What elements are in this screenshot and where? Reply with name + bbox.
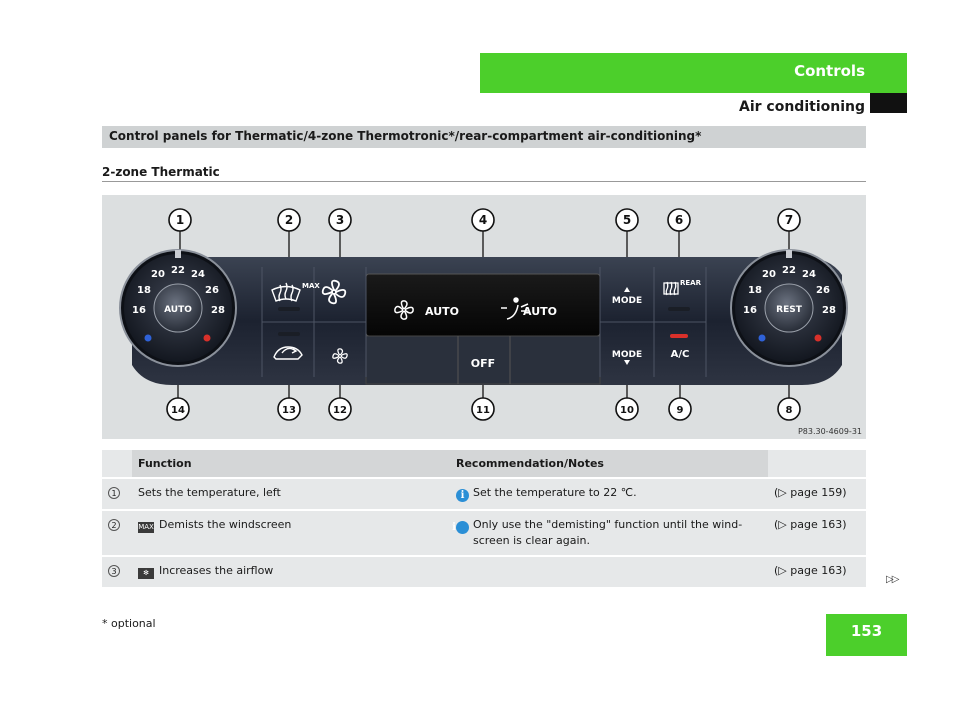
row-function: Increases the airflow	[159, 564, 274, 577]
mode-down-arrow-icon	[624, 360, 630, 365]
dial-scale-label: 18	[748, 285, 762, 296]
callout-top: 1	[176, 213, 184, 227]
display-left-label: AUTO	[425, 305, 459, 318]
row-function: Demists the windscreen	[159, 518, 292, 531]
table-header-row: Function Recommendation/Notes	[102, 450, 866, 478]
callout-bottom: 9	[677, 405, 684, 416]
rear-defrost-icon	[663, 281, 679, 296]
divider	[102, 181, 866, 182]
row-number: 1	[108, 487, 120, 499]
fan-large-icon	[321, 279, 347, 305]
defrost-max-label: MAX	[302, 282, 320, 290]
table-row: 1 Sets the temperature, left i Set the te…	[102, 477, 866, 510]
callout-bottom: 13	[282, 405, 296, 416]
dial-scale-label: 22	[782, 265, 796, 276]
mode-up-arrow-icon	[624, 287, 630, 292]
dial-scale-label: 24	[802, 269, 816, 280]
callout-bottom: 14	[171, 405, 185, 416]
function-table: Function Recommendation/Notes 1 Sets the…	[102, 450, 866, 587]
dial-scale-label: 24	[191, 269, 205, 280]
dial-scale-label: 20	[762, 269, 776, 280]
fan-small-icon	[332, 348, 348, 364]
section-tab: Controls	[480, 53, 907, 93]
dial-scale-label: 22	[171, 265, 185, 276]
callout-top: 2	[285, 213, 293, 227]
callout-bottom: 10	[620, 405, 634, 416]
dial-scale-label: 16	[132, 305, 146, 316]
row-page-ref[interactable]: (▷ page 163)	[768, 509, 866, 556]
callout-bottom: 11	[476, 405, 490, 416]
header-marker	[870, 93, 907, 113]
dial-scale-label: 20	[151, 269, 165, 280]
row-number: 2	[108, 519, 120, 531]
off-button-label: OFF	[471, 357, 495, 370]
mode-down-label: MODE	[612, 350, 642, 360]
dial-scale-label: 26	[816, 285, 830, 296]
row-note: Only use the "demisting" function until …	[473, 518, 743, 547]
callout-top: 3	[336, 213, 344, 227]
table-header-ref	[768, 450, 866, 478]
dial-scale-label: 16	[743, 305, 757, 316]
display-air-distribution-icon	[501, 297, 529, 320]
callout-bottom: 12	[333, 405, 347, 416]
footnote: * optional	[102, 617, 156, 630]
row-page-ref[interactable]: (▷ page 163)	[768, 555, 866, 587]
mode-up-label: MODE	[612, 296, 642, 306]
fan-icon: ✻	[138, 568, 154, 579]
windscreen-defrost-icon	[271, 282, 301, 302]
section-title: Controls	[794, 62, 865, 80]
heading-bar: Control panels for Thermatic/4-zone Ther…	[102, 126, 866, 148]
dial-scale-label: 26	[205, 285, 219, 296]
dial-scale-label: 18	[137, 285, 151, 296]
windscreen-defrost-icon: MAX	[138, 522, 154, 533]
row-page-ref[interactable]: (▷ page 159)	[768, 477, 866, 510]
row-number: 3	[108, 565, 120, 577]
recirculation-icon	[273, 346, 303, 360]
callout-top: 6	[675, 213, 683, 227]
subheading: 2-zone Thermatic	[102, 165, 220, 179]
control-panel-illustration: 1 2 3 4 5 6 7 14 13 12 11 10 9 8 16 18 2…	[119, 208, 848, 421]
page-number: 153	[826, 614, 907, 656]
callout-top: 7	[785, 213, 793, 227]
table-header-blank	[102, 450, 132, 478]
control-panel-figure: 1 2 3 4 5 6 7 14 13 12 11 10 9 8 16 18 2…	[102, 195, 866, 439]
heading: Control panels for Thermatic/4-zone Ther…	[109, 129, 702, 143]
row-note: Set the temperature to 22 ℃.	[473, 486, 637, 499]
table-row: 2 MAX Demists the windscreen i Only use th…	[102, 509, 866, 556]
callout-bottom: 8	[786, 405, 793, 416]
continued-marker: ▷▷	[886, 574, 899, 585]
ac-button-label: A/C	[671, 349, 690, 360]
display-fan-icon	[394, 300, 414, 320]
display-right-label: AUTO	[523, 305, 557, 318]
callout-top: 4	[479, 213, 487, 227]
right-dial-center-label: REST	[776, 305, 803, 315]
left-dial-center-label: AUTO	[164, 305, 192, 315]
rear-defrost-label: REAR	[680, 279, 702, 287]
dial-scale-label: 28	[211, 305, 225, 316]
dial-scale-label: 28	[822, 305, 836, 316]
callout-top: 5	[623, 213, 631, 227]
table-header-notes: Recommendation/Notes	[450, 450, 768, 478]
info-icon: i	[452, 521, 469, 534]
info-icon: i	[456, 489, 469, 502]
row-note	[450, 555, 768, 587]
table-header-function: Function	[132, 450, 450, 478]
subsection-title: Air conditioning	[739, 99, 865, 115]
table-row: 3 ✻ Increases the airflow (▷ page 163)	[102, 555, 866, 587]
row-function: Sets the temperature, left	[132, 477, 450, 510]
figure-code: P83.30-4609-31	[797, 427, 862, 436]
